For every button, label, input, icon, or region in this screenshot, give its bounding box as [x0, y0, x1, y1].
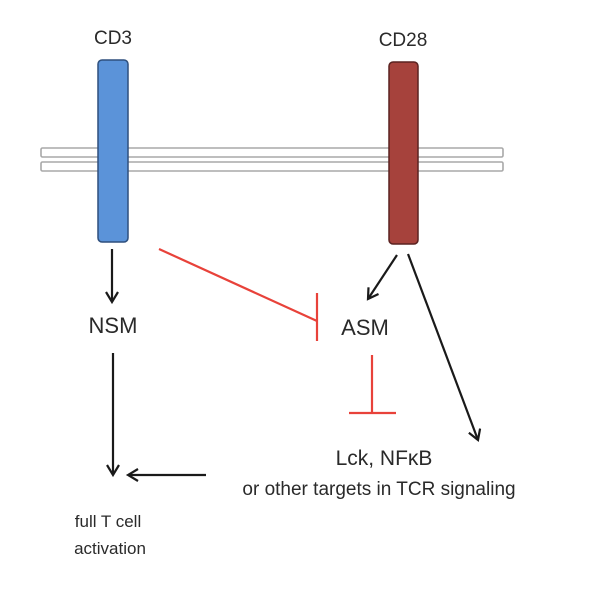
targets-label-line1: Lck, NFκB [336, 447, 433, 470]
outcome-label-line2: activation [74, 539, 146, 558]
membrane-inner-leaflet [40, 161, 504, 172]
cd3-receptor [97, 59, 129, 243]
membrane-outer-leaflet [40, 147, 504, 158]
cd3-label: CD3 [94, 28, 132, 49]
asm-label: ASM [341, 315, 389, 340]
nsm-label: NSM [89, 313, 138, 338]
cd28-receptor [388, 61, 419, 245]
cell-membrane [40, 147, 504, 172]
targets-label-line2: or other targets in TCR signaling [242, 479, 515, 500]
cd28-label: CD28 [379, 30, 428, 51]
inhibition-cd3-to-asm [158, 247, 319, 341]
outcome-label-line1: full T cell [75, 512, 141, 531]
arrow-cd28-to-targets [406, 253, 482, 443]
arrow-cd28-to-asm [366, 254, 398, 301]
inhibition-asm-to-targets [349, 355, 396, 415]
